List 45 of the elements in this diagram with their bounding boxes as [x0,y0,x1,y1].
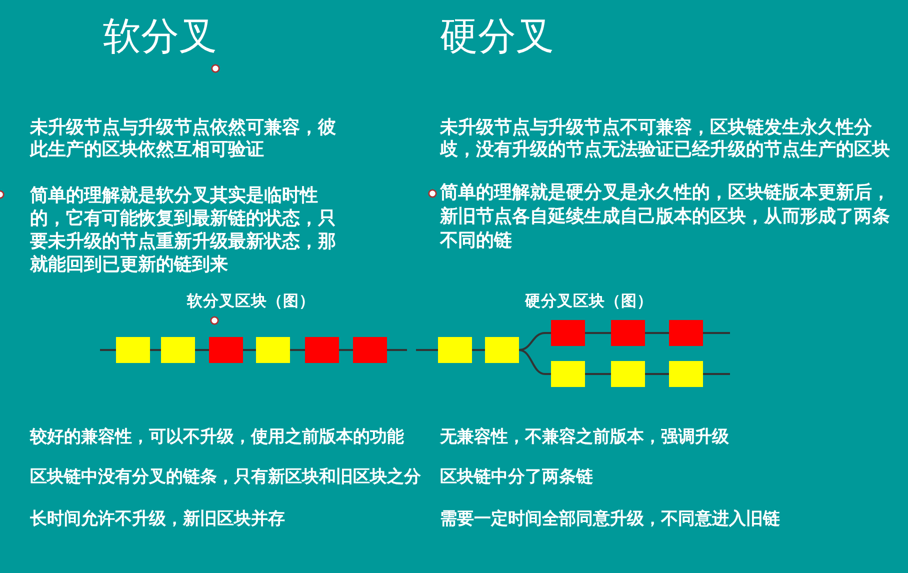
description-paragraph: 简单的理解就是硬分叉是永久性的，区块链版本更新后，新旧节点各自延续生成自己版本的区块，从而形成了两条不同的链 [440,181,891,253]
chain-link [645,373,669,375]
chain-block [485,337,519,363]
chain-block [161,337,195,363]
chain-link [518,349,551,375]
chain-block [551,361,585,387]
chain-block [256,337,290,363]
chain-link [387,349,407,351]
chain-link [243,349,256,351]
chain-link [703,332,730,334]
chain-link [585,332,611,334]
heading: 硬分叉 [440,13,554,59]
feature-text: 区块链中分了两条链 [440,466,593,488]
chain-block [116,337,150,363]
chain-block [353,337,387,363]
chain-link [339,349,353,351]
figure-caption: 硬分叉区块（图） [525,291,653,311]
chain-link [150,349,161,351]
feature-text: 需要一定时间全部同意升级，不同意进入旧链 [440,508,780,530]
chain-link [472,349,485,351]
figure-caption: 软分叉区块（图） [187,291,315,311]
chain-block [209,337,243,363]
chain-link [518,332,551,351]
chain-block [611,361,645,387]
description-paragraph: 未升级节点与升级节点不可兼容，区块链发生永久性分歧，没有升级的节点无法验证已经升级的节点生产的区块 [440,117,891,161]
feature-text: 无兼容性，不兼容之前版本，强调升级 [440,426,729,448]
chain-link [195,349,209,351]
chain-block [551,320,585,346]
chain-block [305,337,339,363]
chain-link [703,373,730,375]
chain-block [611,320,645,346]
chain-block [438,337,472,363]
chain-link [100,349,116,351]
heading: 软分叉 [103,13,217,59]
description-paragraph: 未升级节点与升级节点依然可兼容，彼此生产的区块依然互相可验证 [30,117,337,161]
chain-block [669,361,703,387]
feature-text: 较好的兼容性，可以不升级，使用之前版本的功能 [30,426,404,448]
chain-link [645,332,669,334]
chain-link [290,349,305,351]
feature-text: 区块链中没有分叉的链条，只有新区块和旧区块之分 [30,466,421,488]
feature-text: 长时间允许不升级，新旧区块并存 [30,508,285,530]
description-paragraph: 简单的理解就是软分叉其实是临时性的，它有可能恢复到最新链的状态，只要未升级的节点重新升级最新状态，那就能回到已更新的链到来 [30,184,337,276]
chain-block [669,320,703,346]
chain-link [585,373,611,375]
chain-link [416,349,438,351]
